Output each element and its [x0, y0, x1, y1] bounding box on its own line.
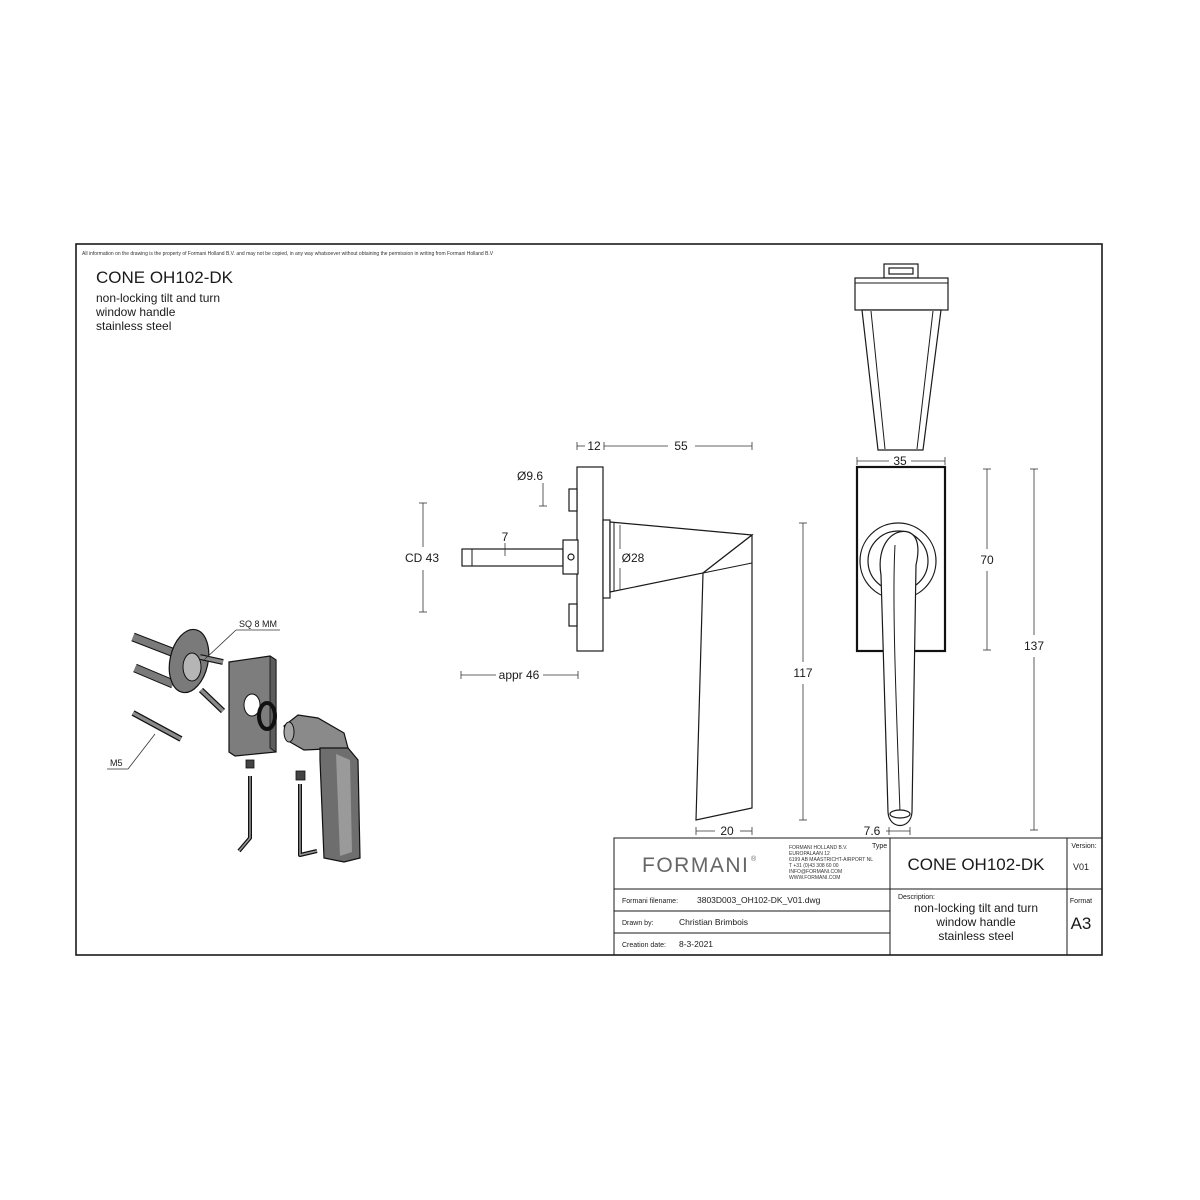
filename-value: 3803D003_OH102-DK_V01.dwg: [697, 895, 821, 905]
top-view-cone: [861, 309, 942, 451]
dim-center-distance: CD 43: [405, 551, 439, 565]
side-cone-base: [602, 519, 611, 599]
side-fixing-boss-bottom: [568, 603, 578, 627]
dim-spindle-offset: 7: [502, 530, 509, 544]
allen-key: [238, 776, 251, 852]
side-spindle-pin: [567, 553, 575, 561]
exploded-handle-cone: [283, 714, 349, 751]
version-value: V01: [1073, 862, 1089, 872]
description-line: window handle: [935, 915, 1016, 929]
title-block: FORMANI ® FORMANI HOLLAND B.V. EUROPALAA…: [613, 837, 1103, 956]
description-line: stainless steel: [938, 929, 1013, 943]
spindle-label-leader: [203, 629, 237, 661]
drawn-by-value: Christian Brimbois: [679, 917, 748, 927]
dim-spindle-length: appr 46: [499, 668, 540, 682]
exploded-handle-base: [283, 721, 295, 743]
front-lever-ridge: [893, 544, 901, 813]
front-view: [855, 465, 947, 827]
description-label: Description:: [898, 894, 935, 901]
exploded-handle-lever-highlight: [336, 754, 352, 856]
subtitle-line: window handle: [95, 305, 176, 319]
side-spindle: [461, 548, 564, 567]
dim-rose-height: 70: [980, 553, 994, 567]
exploded-cover-plate-hole: [243, 693, 261, 717]
company-line: T +31 (0)43 308 60 00: [789, 863, 839, 869]
fixing-screw: [199, 688, 225, 713]
top-view: [854, 263, 949, 451]
subtitle-line: non-locking tilt and turn: [96, 291, 220, 305]
filename-label: Formani filename:: [622, 898, 678, 905]
subtitle-line: stainless steel: [96, 319, 171, 333]
side-fixing-boss-top: [568, 488, 578, 512]
version-label: Version:: [1071, 843, 1096, 850]
side-view-dimensions: 12 55 Ø9.6 7 CD 43 Ø28 appr 46 117: [405, 439, 813, 838]
type-label: Type :: [872, 843, 891, 850]
format-label: Format: [1070, 898, 1092, 905]
exploded-o-ring: [257, 701, 277, 731]
side-lever: [695, 533, 753, 821]
company-line: FORMANI HOLLAND B.V.: [789, 845, 847, 851]
dim-total-height: 137: [1024, 639, 1044, 653]
dim-rose-width: 35: [893, 454, 907, 468]
front-view-dimensions: 35 70 137 7.6: [856, 454, 1044, 838]
side-lever-edge: [702, 562, 753, 574]
top-view-cone-edge: [870, 310, 886, 450]
set-screw: [245, 759, 255, 769]
title-block-border: [613, 837, 1103, 956]
allen-key-outline: [298, 784, 318, 857]
format-value: A3: [1071, 914, 1092, 933]
side-rose-plate: [576, 466, 604, 652]
fixing-screw: [199, 655, 224, 664]
dim-tip-width: 7.6: [864, 824, 881, 838]
m5-screw: [132, 711, 182, 741]
front-lever: [879, 530, 919, 827]
exploded-rose-boss: [182, 652, 202, 682]
copyright-disclaimer: All information on the drawing is the pr…: [82, 251, 494, 257]
spindle-size-label: SQ 8 MM: [239, 619, 277, 629]
exploded-view: SQ 8 MM M5: [107, 619, 361, 863]
creation-date-value: 8-3-2021: [679, 939, 713, 949]
drawn-by-label: Drawn by:: [622, 920, 654, 927]
company-line: 6199 AB MAASTRICHT-AIRPORT NL: [789, 857, 873, 863]
dim-handle-projection: 55: [674, 439, 688, 453]
logo-registered-mark: ®: [751, 855, 757, 863]
top-view-cone-edge: [916, 310, 934, 450]
dim-rose-thickness: 12: [587, 439, 601, 453]
company-line: INFO@FORMANI.COM: [789, 869, 842, 875]
allen-key: [299, 784, 318, 856]
front-lever-tip: [889, 809, 911, 819]
formani-logo: FORMANI: [642, 854, 749, 877]
spindle-rod: [131, 633, 179, 658]
creation-date-label: Creation date:: [622, 942, 666, 949]
dim-cone-diameter: Ø28: [622, 551, 645, 565]
screw-label-leader: [127, 733, 156, 770]
description-line: non-locking tilt and turn: [914, 901, 1038, 915]
type-value: CONE OH102-DK: [908, 855, 1046, 874]
side-view: [461, 466, 754, 821]
set-screw: [295, 770, 306, 781]
company-line: WWW.FORMANI.COM: [789, 875, 840, 881]
company-line: EUROPALAAN 12: [789, 851, 830, 857]
dim-lever-width: 20: [720, 824, 734, 838]
top-view-square-inner: [888, 267, 914, 275]
pin-rod: [133, 664, 175, 688]
dim-handle-length: 117: [793, 666, 812, 680]
drawing-title: CONE OH102-DK: [96, 268, 234, 287]
drawing-frame: [75, 243, 1103, 956]
screw-size-label: M5: [110, 758, 123, 768]
dim-screw-hole: Ø9.6: [517, 469, 543, 483]
